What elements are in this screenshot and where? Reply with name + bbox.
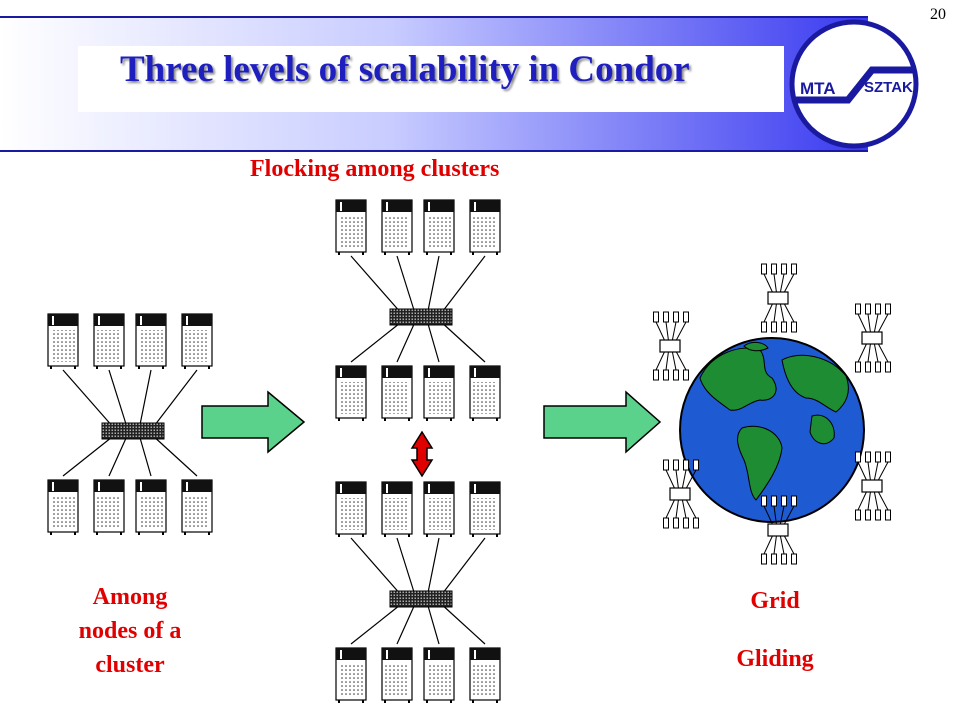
server-tower-icon — [335, 481, 367, 537]
label-among-nodes-of-a-cluster: Among nodes of a cluster — [40, 580, 220, 682]
right-arrow-icon — [543, 390, 662, 454]
server-tower-icon — [335, 199, 367, 255]
server-tower-icon — [135, 313, 167, 369]
server-tower-icon — [423, 647, 455, 703]
earth-globe-icon — [679, 337, 865, 523]
server-tower-icon — [381, 199, 413, 255]
server-tower-icon — [423, 481, 455, 537]
right-arrow-icon — [201, 390, 306, 454]
label-among-line: nodes of a — [78, 618, 182, 644]
server-tower-icon — [335, 365, 367, 421]
server-tower-icon — [423, 365, 455, 421]
server-tower-icon — [469, 481, 501, 537]
grid-node-cluster-icon — [761, 495, 797, 565]
server-tower-icon — [181, 479, 213, 535]
label-gliding: Gliding — [736, 646, 814, 672]
server-tower-icon — [469, 199, 501, 255]
grid-node-cluster-icon — [663, 459, 699, 529]
network-switch-icon — [101, 422, 165, 440]
server-tower-icon — [47, 313, 79, 369]
server-tower-icon — [469, 365, 501, 421]
grid-node-cluster-icon — [761, 263, 797, 333]
server-tower-icon — [381, 365, 413, 421]
grid-node-cluster-icon — [653, 311, 689, 381]
title-box — [78, 46, 784, 112]
slide-number: 20 — [930, 6, 946, 23]
server-tower-icon — [181, 313, 213, 369]
grid-node-cluster-icon — [855, 451, 891, 521]
server-tower-icon — [135, 479, 167, 535]
server-tower-icon — [93, 479, 125, 535]
vertical-double-arrow-icon — [410, 430, 434, 478]
grid-node-cluster-icon — [855, 303, 891, 373]
network-switch-icon — [389, 590, 453, 608]
server-tower-icon — [423, 199, 455, 255]
server-tower-icon — [381, 481, 413, 537]
server-tower-icon — [93, 313, 125, 369]
label-grid: Grid — [750, 588, 800, 614]
server-tower-icon — [335, 647, 367, 703]
server-tower-icon — [469, 647, 501, 703]
server-tower-icon — [381, 647, 413, 703]
mta-sztaki-logo-icon: MTA SZTAKI — [789, 19, 919, 149]
logo-right-text: SZTAKI — [864, 79, 917, 96]
network-switch-icon — [389, 308, 453, 326]
server-tower-icon — [47, 479, 79, 535]
logo-left-text: MTA — [800, 79, 836, 98]
label-among-line: cluster — [95, 652, 165, 678]
label-among-line: Among — [92, 584, 168, 610]
slide-title: Three levels of scalability in Condor — [120, 49, 690, 90]
label-flocking-among-clusters: Flocking among clusters — [250, 156, 500, 182]
